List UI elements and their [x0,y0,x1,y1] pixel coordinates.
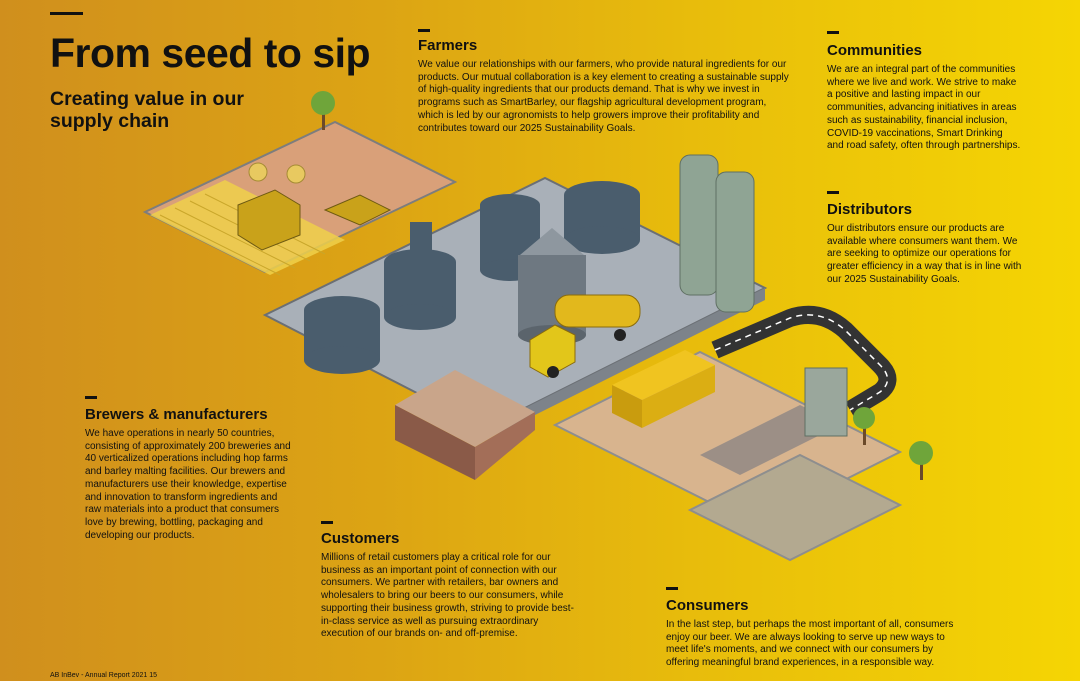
grain-silos [679,154,755,313]
brewers-text: We have operations in nearly 50 countrie… [85,428,291,541]
brewing-tanks [304,181,640,374]
customers-text: Millions of retail customers play a crit… [321,552,574,640]
distributors-text: Our distributors ensure our products are… [827,223,1022,285]
communities-heading: Communities [827,42,923,59]
consumers-section: Consumers In the last step, but perhaps … [666,597,956,670]
communities-text: We are an integral part of the communiti… [827,64,1021,152]
trees [311,91,933,480]
communities-section: Communities We are an integral part of t… [827,42,1022,153]
farm-equipment [237,162,392,251]
customers-section: Customers Millions of retail customers p… [321,530,583,641]
page-subtitle: Creating value in our supply chain [50,88,244,132]
customers-accent-bar [321,521,333,524]
farmers-accent-bar [418,29,430,32]
consumers-heading: Consumers [666,597,749,614]
distributors-section: Distributors Our distributors ensure our… [827,201,1027,287]
farmers-text: We value our relationships with our farm… [418,59,789,134]
store-shelves [804,367,848,437]
communities-accent-bar [827,31,839,34]
farmers-heading: Farmers [418,37,478,54]
outdoor-area [687,453,903,562]
warehouse [395,370,535,480]
farmers-section: Farmers We value our relationships with … [418,37,790,135]
customers-heading: Customers [321,530,400,547]
title-accent-bar [50,12,83,15]
distributors-accent-bar [827,191,839,194]
brewers-heading: Brewers & manufacturers [85,406,268,423]
consumers-text: In the last step, but perhaps the most i… [666,619,954,669]
tanker-truck [529,294,641,378]
delivery-truck [612,350,715,428]
page-title: From seed to sip [50,30,371,76]
brewers-section: Brewers & manufacturers We have operatio… [85,406,293,542]
page-footer: AB InBev - Annual Report 2021 15 [50,672,158,679]
consumers-accent-bar [666,587,678,590]
brewers-accent-bar [85,396,97,399]
distributors-heading: Distributors [827,201,913,218]
